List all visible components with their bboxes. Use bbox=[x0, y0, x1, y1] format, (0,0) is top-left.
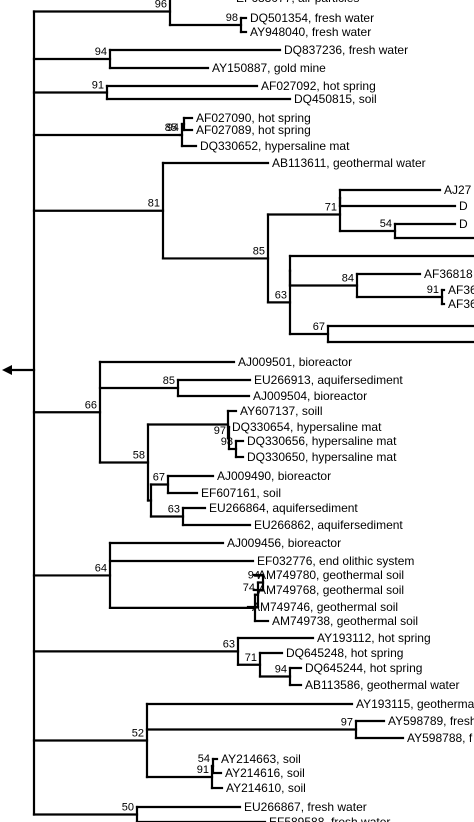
leaf-label: DQ330650, hypersaline mat bbox=[247, 450, 397, 464]
leaf-label: DQ330652, hypersaline mat bbox=[200, 139, 350, 153]
leaf-label: EU266913, aquifersediment bbox=[254, 373, 403, 387]
bootstrap-value: 58 bbox=[133, 450, 145, 462]
bootstrap-value: 94 bbox=[275, 664, 287, 676]
bootstrap-value: 97 bbox=[214, 425, 226, 437]
leaf-label: DQ837236, fresh water bbox=[284, 43, 408, 57]
root-arrow-icon bbox=[2, 365, 12, 375]
leaf-label: EF589588, fresh water bbox=[269, 815, 390, 822]
bootstrap-value: 81 bbox=[148, 198, 160, 210]
leaf-label: AY150887, gold mine bbox=[212, 61, 326, 75]
bootstrap-value: 63 bbox=[275, 289, 287, 301]
bootstrap-value: 98 bbox=[221, 436, 233, 448]
leaf-label: AY193112, hot spring bbox=[317, 631, 431, 645]
leaf-label: AB113586, geothermal water bbox=[305, 678, 460, 692]
leaf-label: AY598788, f bbox=[407, 731, 473, 745]
bootstrap-value: 67 bbox=[313, 321, 325, 333]
leaf-label: AM749780, geothermal soil bbox=[258, 568, 404, 582]
leaf-label: AF36818 bbox=[448, 297, 474, 311]
bootstrap-value: 91 bbox=[197, 764, 209, 776]
leaf-label: AJ27 bbox=[444, 183, 472, 197]
leaf-label: DQ330654, hypersaline mat bbox=[232, 420, 382, 434]
leaf-label: AM749738, geothermal soil bbox=[272, 614, 418, 628]
bootstrap-value: 71 bbox=[245, 652, 257, 664]
leaf-label: AJ009490, bioreactor bbox=[217, 469, 331, 483]
bootstrap-value: 94 bbox=[167, 122, 179, 134]
leaf-label: AY214610, soil bbox=[226, 781, 306, 795]
bootstrap-value: 63 bbox=[168, 504, 180, 516]
leaf-label: D bbox=[459, 217, 468, 231]
leaf-label: EU266864, aquifersediment bbox=[209, 501, 358, 515]
leaf-label: AY598789, fresh bbox=[388, 714, 474, 728]
leaf-label: AF027090, hot spring bbox=[196, 111, 311, 125]
leaf-label: AY607137, soill bbox=[240, 404, 323, 418]
bootstrap-value: 54 bbox=[380, 218, 392, 230]
leaf-label: DQ330656, hypersaline mat bbox=[247, 434, 397, 448]
leaf-label: DQ645248, hot spring bbox=[286, 646, 403, 660]
leaf-label: DQ450815, soil bbox=[294, 92, 377, 106]
bootstrap-value: 74 bbox=[243, 582, 255, 594]
bootstrap-value: 91 bbox=[427, 284, 439, 296]
leaf-label: DQ645244, hot spring bbox=[305, 661, 422, 675]
leaf-label: AY193115, geotherma bbox=[356, 697, 474, 711]
leaf-label: AJ009456, bioreactor bbox=[227, 536, 341, 550]
leaf-label: AJ009501, bioreactor bbox=[238, 355, 352, 369]
leaf-label: AB113611, geothermal water bbox=[272, 156, 426, 170]
leaf-label: EF032776, end olithic system bbox=[257, 554, 414, 568]
bootstrap-value: 85 bbox=[253, 245, 265, 257]
leaf-label: AM749768, geothermal soil bbox=[258, 583, 404, 597]
bootstrap-value: 54 bbox=[198, 753, 210, 765]
leaf-label: AY948040, fresh water bbox=[250, 25, 371, 39]
leaf-label: D bbox=[459, 199, 468, 213]
bootstrap-value: 94 bbox=[248, 570, 260, 582]
bootstrap-value: 50 bbox=[122, 802, 134, 814]
leaf-label: EF683077, air particles bbox=[236, 0, 359, 5]
bootstrap-value: 52 bbox=[132, 728, 144, 740]
bootstrap-value: 85 bbox=[163, 375, 175, 387]
leaf-label: EU266862, aquifersediment bbox=[254, 518, 403, 532]
leaf-label: AF027089, hot spring bbox=[196, 123, 311, 137]
bootstrap-value: 67 bbox=[153, 472, 165, 484]
leaf-label: EU266867, fresh water bbox=[244, 800, 367, 814]
bootstrap-value: 84 bbox=[342, 273, 354, 285]
bootstrap-value: 97 bbox=[341, 717, 353, 729]
leaf-label: AJ009504, bioreactor bbox=[253, 389, 367, 403]
bootstrap-value: 64 bbox=[95, 562, 107, 574]
leaf-label: AF36818 bbox=[424, 267, 473, 281]
bootstrap-value: 91 bbox=[92, 80, 104, 92]
bootstrap-value: 94 bbox=[95, 46, 107, 58]
leaf-label: AF027092, hot spring bbox=[261, 79, 376, 93]
leaf-label: AY214663, soil bbox=[221, 752, 301, 766]
leaf-label: EF607161, soil bbox=[201, 486, 281, 500]
bootstrap-value: 66 bbox=[85, 399, 97, 411]
leaf-label: AM749746, geothermal soil bbox=[252, 600, 398, 614]
bootstrap-value: 71 bbox=[325, 202, 337, 214]
leaf-label: DQ501354, fresh water bbox=[250, 11, 374, 25]
bootstrap-value: 63 bbox=[223, 638, 235, 650]
bootstrap-value: 96 bbox=[155, 0, 167, 11]
bootstrap-value: 98 bbox=[226, 12, 238, 24]
leaf-label: AF3681 bbox=[448, 283, 474, 297]
leaf-label: AY214616, soil bbox=[225, 766, 305, 780]
bootstrap-value: 85 bbox=[165, 122, 177, 134]
